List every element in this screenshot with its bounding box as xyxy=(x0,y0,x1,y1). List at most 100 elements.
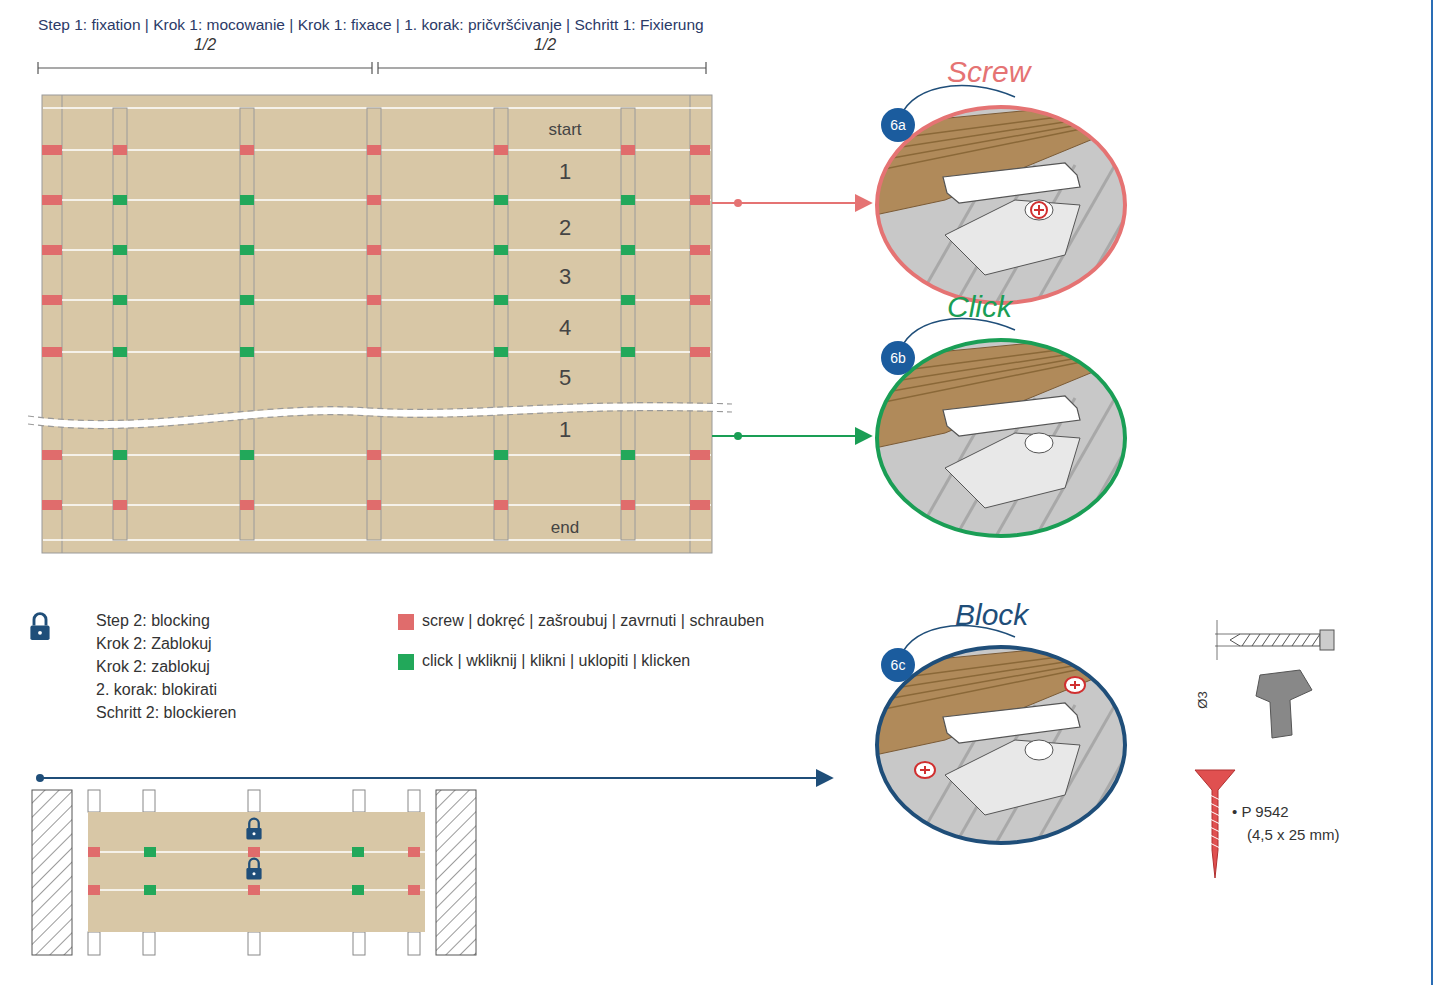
joist xyxy=(240,108,254,540)
page-border xyxy=(1431,0,1433,985)
screw-mark xyxy=(367,450,381,460)
screw-mark xyxy=(42,295,62,305)
step-label: Step 2: blocking xyxy=(96,612,210,630)
screw-thread xyxy=(1210,835,1220,840)
screw-mark xyxy=(113,145,127,155)
screw-mark xyxy=(621,500,635,510)
screw-mark xyxy=(367,195,381,205)
callout-number: 6b xyxy=(890,350,906,366)
screw-thread xyxy=(1210,795,1220,800)
badge-arc xyxy=(898,86,1015,125)
click-mark xyxy=(494,195,508,205)
badge-arc xyxy=(898,626,1015,665)
click-mark xyxy=(113,295,127,305)
joist-stub xyxy=(88,790,100,812)
detail-view: 6aScrew xyxy=(875,105,1127,305)
screw-mark xyxy=(88,847,100,857)
lock-icon xyxy=(246,859,261,880)
screw-thread xyxy=(1210,811,1220,816)
click-mark xyxy=(494,245,508,255)
click-mark xyxy=(113,450,127,460)
legend-swatch xyxy=(398,654,414,670)
rail-line xyxy=(1075,165,1155,305)
frame-line xyxy=(690,95,691,553)
board xyxy=(875,338,1127,448)
drill-flute xyxy=(1292,634,1300,646)
click-mark xyxy=(621,450,635,460)
lock-keyhole xyxy=(252,832,255,835)
clip-cap xyxy=(943,163,1080,203)
screw-mark xyxy=(42,195,62,205)
screw-thread xyxy=(1210,819,1220,824)
click-mark xyxy=(621,245,635,255)
dimension-tick xyxy=(37,62,38,74)
arrow-dot xyxy=(734,199,742,207)
detail-view: 6bClick xyxy=(875,338,1127,538)
screw-mark xyxy=(690,245,710,255)
click-mark xyxy=(240,347,254,357)
legend-text: screw | dokręć | zašroubuj | zavrnuti | … xyxy=(422,612,764,630)
joist xyxy=(621,108,635,540)
dimension-line xyxy=(38,67,372,68)
screw-mark xyxy=(494,145,508,155)
clip-base xyxy=(945,740,1080,815)
badge-arc xyxy=(898,319,1015,358)
screw-mark xyxy=(408,885,420,895)
joist xyxy=(367,108,381,540)
row-number: 5 xyxy=(559,365,571,390)
clip-base xyxy=(945,433,1080,508)
joist-stub xyxy=(353,790,365,812)
row-number: end xyxy=(551,518,579,538)
screw-mark xyxy=(248,885,260,895)
detail-view xyxy=(875,105,1155,305)
screw-mark xyxy=(690,295,710,305)
joist-stub xyxy=(248,932,260,955)
step-label: Krok 2: zablokuj xyxy=(96,658,210,676)
frame-line xyxy=(62,95,63,553)
row-number: 4 xyxy=(559,315,571,340)
joist-stub xyxy=(143,932,155,955)
detail-circle xyxy=(877,647,1125,843)
rail-ground xyxy=(875,105,1127,305)
dimension-tick xyxy=(705,62,706,74)
screw-mark xyxy=(494,500,508,510)
screw-mark xyxy=(42,450,62,460)
detail-illustration xyxy=(875,105,1127,305)
part-label: Ø3 xyxy=(1196,691,1211,708)
click-mark xyxy=(113,195,127,205)
lock-icon xyxy=(246,819,261,840)
screw-thread xyxy=(1210,803,1220,808)
detail-view xyxy=(875,645,1155,845)
break-band xyxy=(28,407,732,425)
screw-mark xyxy=(42,245,62,255)
dimension-line xyxy=(1217,620,1218,660)
dimension-line xyxy=(378,67,706,68)
joist-stub xyxy=(143,790,155,812)
dimension-label: 1/2 xyxy=(534,36,556,54)
detail-circle xyxy=(877,107,1125,303)
detail-view: 6cBlock xyxy=(875,645,1127,845)
screw-thread xyxy=(1210,827,1220,832)
click-mark xyxy=(113,245,127,255)
click-mark xyxy=(621,295,635,305)
detail-circle xyxy=(877,340,1125,536)
deck-plan: start123451end xyxy=(42,95,712,553)
click-mark xyxy=(621,195,635,205)
screw-hole xyxy=(1025,200,1053,220)
screw-mark xyxy=(367,245,381,255)
dimension-line xyxy=(1215,634,1240,635)
drill-flute xyxy=(1262,634,1270,646)
block-screw xyxy=(1065,677,1085,693)
drill-flute xyxy=(1272,634,1280,646)
screw-mark xyxy=(690,347,710,357)
drill-bit xyxy=(1215,620,1334,660)
deck-surface xyxy=(42,95,712,553)
click-mark xyxy=(621,347,635,357)
legend-swatch xyxy=(398,614,414,630)
screw-mark xyxy=(367,347,381,357)
break-line xyxy=(28,411,732,429)
row-number: start xyxy=(548,120,581,140)
screw-mark xyxy=(240,500,254,510)
lock-body xyxy=(246,868,261,879)
lock-keyhole xyxy=(252,872,255,875)
